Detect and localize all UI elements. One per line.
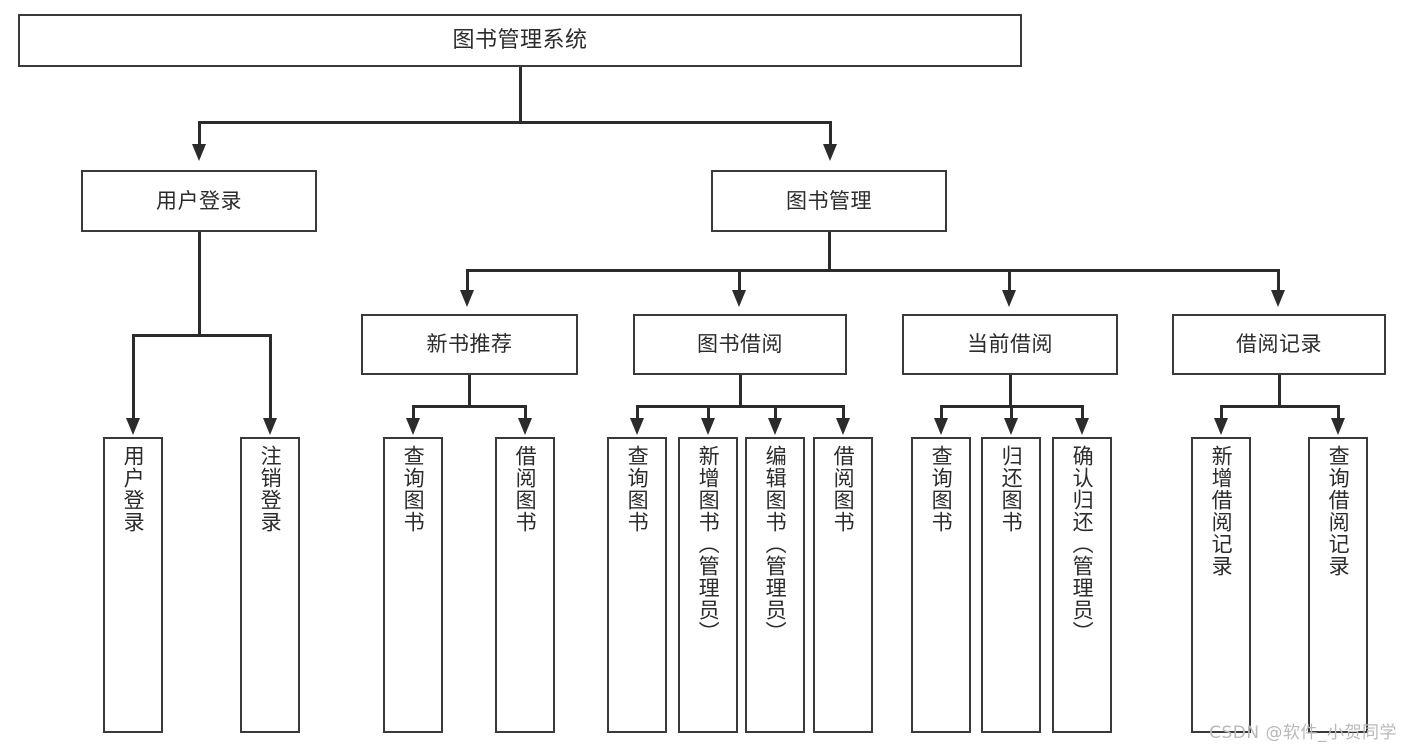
node-label: 查询图书 xyxy=(401,445,426,533)
connector-to-new-book xyxy=(466,269,469,292)
connector-to-book-borrow xyxy=(738,269,741,292)
node-label: 借阅记录 xyxy=(1236,332,1322,357)
node-label: 用户登录 xyxy=(156,188,242,213)
node-label: 新增图书（管理员） xyxy=(696,445,721,643)
leaf-logout[interactable]: 注销登录 xyxy=(240,437,300,733)
connector-root-stem xyxy=(519,67,522,122)
connector-borrow-record-stem xyxy=(1278,375,1281,407)
connector-new-book-c2 xyxy=(524,405,527,420)
leaf-user-login[interactable]: 用户登录 xyxy=(103,437,163,733)
node-label: 新书推荐 xyxy=(426,332,513,357)
arrowhead-newbook-query xyxy=(406,418,420,435)
node-label: 查询借阅记录 xyxy=(1326,445,1351,577)
arrowhead-bb-query xyxy=(630,418,644,435)
arrowhead-cb-return xyxy=(1004,418,1018,435)
connector-bb-c3 xyxy=(774,405,777,420)
node-new-book-recommend[interactable]: 新书推荐 xyxy=(361,314,578,375)
node-label: 借阅图书 xyxy=(513,445,538,533)
node-label: 确认归还（管理员） xyxy=(1070,445,1095,643)
leaf-newbook-query-book[interactable]: 查询图书 xyxy=(383,437,443,733)
leaf-bookborrow-add-book-admin[interactable]: 新增图书（管理员） xyxy=(678,437,738,733)
connector-user-login-right xyxy=(269,334,272,420)
leaf-borrowrecord-add-record[interactable]: 新增借阅记录 xyxy=(1191,437,1251,733)
connector-borrow-record-bus xyxy=(1220,405,1337,408)
arrowhead-book-mgmt xyxy=(823,144,837,161)
arrowhead-br-add xyxy=(1214,418,1228,435)
node-label: 编辑图书（管理员） xyxy=(763,445,788,643)
node-label: 当前借阅 xyxy=(967,332,1053,357)
connector-bb-c4 xyxy=(842,405,845,420)
connector-new-book-stem xyxy=(468,375,471,407)
leaf-newbook-borrow-book[interactable]: 借阅图书 xyxy=(495,437,555,733)
arrowhead-borrow-record xyxy=(1271,290,1285,307)
connector-new-book-c1 xyxy=(412,405,415,420)
connector-level3-bus xyxy=(466,269,1279,272)
leaf-bookborrow-query-book[interactable]: 查询图书 xyxy=(607,437,667,733)
leaf-bookborrow-edit-book-admin[interactable]: 编辑图书（管理员） xyxy=(745,437,805,733)
node-borrow-record[interactable]: 借阅记录 xyxy=(1172,314,1386,375)
arrowhead-newbook-borrow xyxy=(518,418,532,435)
arrowhead-bb-add xyxy=(701,418,715,435)
connector-bb-c2 xyxy=(707,405,710,420)
node-label: 用户登录 xyxy=(121,445,146,533)
connector-current-borrow-stem xyxy=(1009,375,1012,407)
leaf-bookborrow-borrow-book[interactable]: 借阅图书 xyxy=(813,437,873,733)
arrowhead-current-borrow xyxy=(1002,290,1016,307)
leaf-currentborrow-return-book[interactable]: 归还图书 xyxy=(981,437,1041,733)
arrowhead-bb-borrow xyxy=(836,418,850,435)
node-label: 查询图书 xyxy=(929,445,954,533)
node-label: 新增借阅记录 xyxy=(1209,445,1234,577)
node-root-system[interactable]: 图书管理系统 xyxy=(18,14,1022,67)
node-current-borrow[interactable]: 当前借阅 xyxy=(902,314,1118,375)
connector-new-book-bus xyxy=(412,405,524,408)
connector-cb-c2 xyxy=(1010,405,1013,420)
node-label: 图书管理系统 xyxy=(452,27,588,53)
connector-root-to-user-login xyxy=(198,121,201,146)
arrowhead-cb-confirm xyxy=(1075,418,1089,435)
arrowhead-user-login xyxy=(192,144,206,161)
connector-book-mgmt-stem xyxy=(828,232,831,271)
arrowhead-br-query xyxy=(1331,418,1345,435)
connector-book-borrow-bus xyxy=(636,405,843,408)
connector-to-current-borrow xyxy=(1008,269,1011,292)
leaf-currentborrow-query-book[interactable]: 查询图书 xyxy=(911,437,971,733)
node-label: 注销登录 xyxy=(258,445,283,533)
arrowhead-book-borrow xyxy=(732,290,746,307)
arrowhead-new-book xyxy=(460,290,474,307)
connector-root-to-book-mgmt xyxy=(829,121,832,146)
connector-to-borrow-record xyxy=(1277,269,1280,292)
arrowhead-bb-edit xyxy=(768,418,782,435)
leaf-currentborrow-confirm-return-admin[interactable]: 确认归还（管理员） xyxy=(1052,437,1112,733)
leaf-borrowrecord-query-record[interactable]: 查询借阅记录 xyxy=(1308,437,1368,733)
node-label: 图书管理 xyxy=(786,188,872,213)
connector-br-c1 xyxy=(1220,405,1223,420)
node-book-management[interactable]: 图书管理 xyxy=(711,170,947,232)
arrowhead-cb-query xyxy=(934,418,948,435)
connector-root-bus xyxy=(198,121,831,124)
connector-user-login-bus xyxy=(132,334,269,337)
node-book-borrow[interactable]: 图书借阅 xyxy=(633,314,847,375)
node-label: 查询图书 xyxy=(625,445,650,533)
arrowhead-leaf-user-login xyxy=(126,418,140,435)
node-label: 图书借阅 xyxy=(697,332,783,357)
connector-cb-c3 xyxy=(1081,405,1084,420)
connector-bb-c1 xyxy=(636,405,639,420)
connector-user-login-left xyxy=(132,334,135,420)
connector-user-login-stem xyxy=(198,232,201,336)
node-user-login[interactable]: 用户登录 xyxy=(81,170,317,232)
arrowhead-leaf-logout xyxy=(263,418,277,435)
node-label: 借阅图书 xyxy=(831,445,856,533)
node-label: 归还图书 xyxy=(999,445,1024,533)
connector-cb-c1 xyxy=(940,405,943,420)
connector-br-c2 xyxy=(1337,405,1340,420)
connector-book-borrow-stem xyxy=(739,375,742,407)
